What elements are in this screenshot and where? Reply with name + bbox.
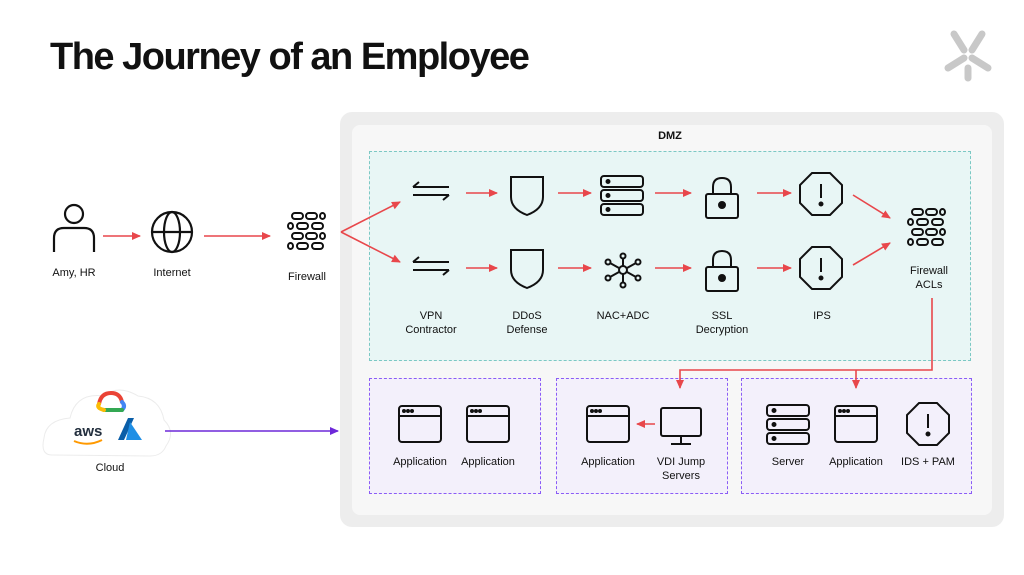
label-app-1: Application bbox=[393, 456, 447, 468]
label-server: Server bbox=[771, 456, 805, 468]
firewall-icon bbox=[287, 212, 326, 250]
label-amy: Amy, HR bbox=[52, 267, 96, 279]
label-firewall: Firewall bbox=[288, 271, 326, 283]
label-firewall-acls: Firewall ACLs bbox=[910, 265, 948, 291]
app-zone-1 bbox=[369, 378, 541, 494]
label-vpn: VPN Contractor bbox=[405, 310, 457, 336]
firewall-icon bbox=[907, 208, 946, 246]
label-vdi: VDI Jump Servers bbox=[656, 456, 706, 482]
app-window-icon bbox=[586, 405, 630, 443]
dmz-label: DMZ bbox=[658, 130, 682, 142]
network-icon bbox=[604, 252, 642, 289]
label-ids-pam: IDS + PAM bbox=[901, 456, 955, 468]
server-icon bbox=[766, 404, 810, 445]
app-window-icon bbox=[398, 405, 442, 443]
label-nac: NAC+ADC bbox=[596, 310, 650, 322]
cloud-icon bbox=[42, 389, 171, 457]
aws-smile bbox=[73, 439, 103, 445]
user-icon bbox=[52, 203, 96, 252]
alert-octagon-icon bbox=[799, 246, 843, 290]
flow-arrows bbox=[103, 189, 933, 428]
dmz-zone bbox=[369, 151, 971, 361]
shield-icon bbox=[510, 176, 544, 216]
label-internet: Internet bbox=[153, 267, 191, 279]
label-app-4: Application bbox=[829, 456, 883, 468]
lock-icon bbox=[705, 177, 739, 219]
label-cloud: Cloud bbox=[95, 462, 125, 474]
alert-octagon-icon bbox=[799, 172, 843, 216]
server-icon bbox=[600, 175, 644, 216]
globe-icon bbox=[150, 210, 194, 254]
app-zone-3 bbox=[741, 378, 972, 494]
label-app-2: Application bbox=[461, 456, 515, 468]
app-window-icon bbox=[466, 405, 510, 443]
vpn-icon bbox=[412, 181, 450, 201]
label-ssl: SSL Decryption bbox=[695, 310, 749, 336]
shield-icon bbox=[510, 249, 544, 289]
google-cloud-icon bbox=[96, 390, 126, 412]
monitor-icon bbox=[660, 407, 702, 445]
lock-icon bbox=[705, 250, 739, 292]
label-ddos: DDoS Defense bbox=[506, 310, 548, 336]
alert-octagon-icon bbox=[906, 402, 950, 446]
azure-icon bbox=[118, 418, 142, 440]
label-app-3: Application bbox=[581, 456, 635, 468]
app-window-icon bbox=[834, 405, 878, 443]
label-ips: IPS bbox=[813, 310, 831, 322]
page-title: The Journey of an Employee bbox=[50, 36, 530, 78]
vpn-icon bbox=[412, 256, 450, 276]
aws-logo: aws bbox=[74, 423, 102, 440]
brand-logo-icon bbox=[944, 30, 992, 82]
